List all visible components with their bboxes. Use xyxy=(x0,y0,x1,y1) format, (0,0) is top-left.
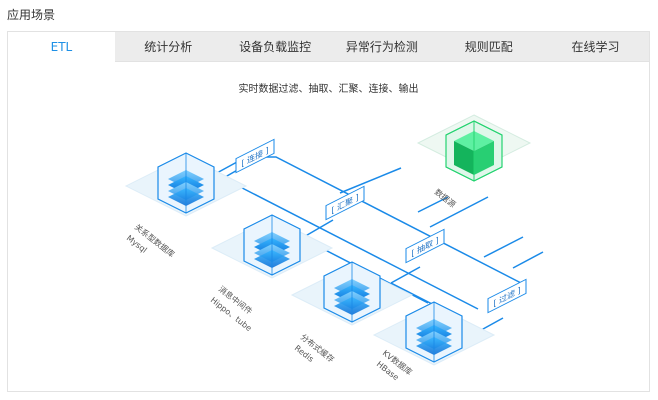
section-title: 应用场景 xyxy=(7,8,56,22)
op-connect: [ 连接 ] xyxy=(235,138,275,174)
tab-etl[interactable]: ETL xyxy=(8,32,115,62)
target-node xyxy=(416,114,532,182)
etl-diagram: [ 连接 ] [ 汇聚 ] [ 抽取 ] [ 过滤 ] 数据源 xyxy=(124,114,544,382)
source-node-hbase xyxy=(372,301,496,366)
tab-rule-matching[interactable]: 规则匹配 xyxy=(435,32,543,62)
op-filter: [ 过滤 ] xyxy=(487,278,527,314)
tab-online-learning[interactable]: 在线学习 xyxy=(542,32,649,62)
tab-anomaly-detection[interactable]: 异常行为检测 xyxy=(328,32,436,62)
scenario-tabs: ETL 统计分析 设备负载监控 异常行为检测 规则匹配 在线学习 xyxy=(8,32,649,62)
source-node-mysql xyxy=(124,152,248,217)
source-node-redis xyxy=(290,261,414,326)
scenario-panel: ETL 统计分析 设备负载监控 异常行为检测 规则匹配 在线学习 实时数据过滤、… xyxy=(7,31,650,392)
tab-statistics[interactable]: 统计分析 xyxy=(114,32,222,62)
target-label: 数据源 xyxy=(433,187,458,210)
tab-device-load-monitoring[interactable]: 设备负载监控 xyxy=(221,32,329,62)
etl-subtitle: 实时数据过滤、抽取、汇聚、连接、输出 xyxy=(238,84,419,95)
source-node-hippo xyxy=(210,214,334,279)
